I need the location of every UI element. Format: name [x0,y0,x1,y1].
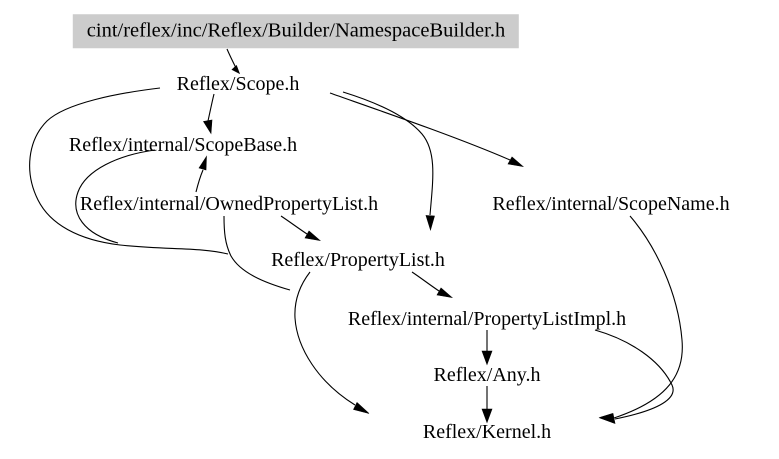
edge-ownedpropertylist-to-propertylistimpl [223,215,291,291]
node-any[interactable]: Reflex/Any.h [433,364,541,386]
edge-namespacebuilder-to-scope [226,48,241,75]
edge-ownedpropertylist-to-propertylist [280,215,322,241]
node-scope[interactable]: Reflex/Scope.h [176,73,300,95]
edge-any-to-kernel [481,385,493,424]
node-namespacebuilder[interactable]: cint/reflex/inc/Reflex/Builder/Namespace… [72,14,520,48]
edge-scope-to-scopebase [203,93,215,135]
edge-propertylistimpl-to-kernel [594,329,674,424]
edge-scope-to-propertylist [342,91,435,232]
node-kernel[interactable]: Reflex/Kernel.h [422,421,552,443]
edge-scope-left-strand-two [75,149,156,244]
edge-scopename-to-kernel [598,215,683,424]
node-ownedpropertylist[interactable]: Reflex/internal/OwnedPropertyList.h [79,193,379,215]
edge-scope-left-to-propertylist [29,87,229,255]
edge-scope-to-scopename [329,92,525,167]
node-propertylist[interactable]: Reflex/PropertyList.h [271,249,445,271]
node-scopebase[interactable]: Reflex/internal/ScopeBase.h [68,134,298,156]
node-scopename[interactable]: Reflex/internal/ScopeName.h [492,193,730,215]
edge-propertylist-to-kernel [294,271,370,414]
edge-scopebase-to-ownedpropertylist [195,155,207,193]
node-propertylistimpl[interactable]: Reflex/internal/PropertyListImpl.h [347,308,627,330]
edge-propertylistimpl-to-any [481,329,493,366]
edge-propertylist-to-propertylistimpl [411,271,454,298]
